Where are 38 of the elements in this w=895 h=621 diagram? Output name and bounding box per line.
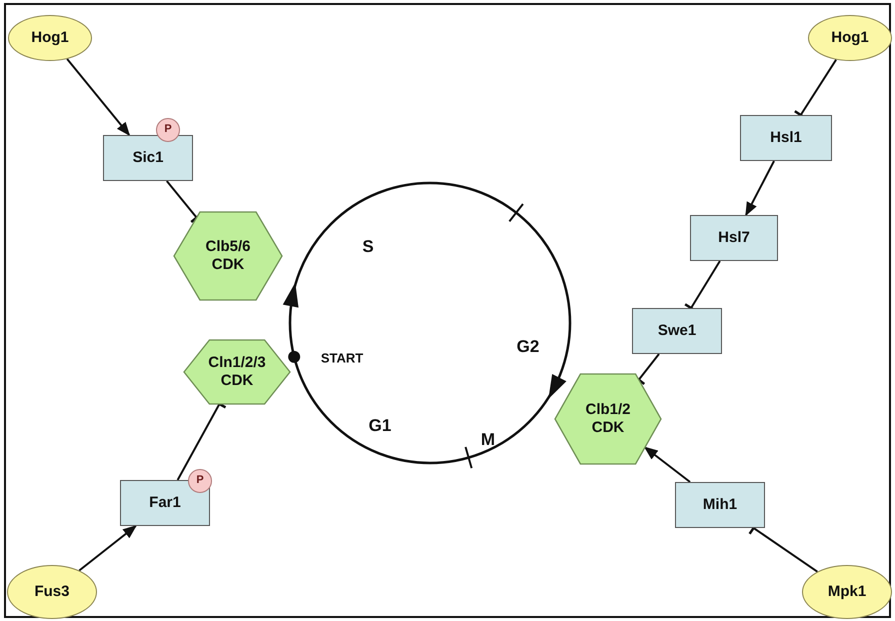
protein-ellipse	[808, 15, 892, 61]
protein-ellipse	[7, 565, 97, 619]
phase-label: M	[480, 430, 496, 450]
protein-box	[103, 135, 193, 181]
complex-name: Clb5/6 CDK	[204, 238, 252, 274]
phosphate-label: P	[196, 474, 204, 488]
protein-box	[632, 308, 722, 354]
phosphate-circle	[188, 469, 212, 493]
phosphate-circle	[156, 118, 180, 142]
phase-label: S	[362, 237, 374, 257]
protein-name: Hsl7	[718, 229, 750, 247]
protein-ellipse	[8, 15, 92, 61]
arrow	[66, 58, 130, 136]
protein-ellipse	[802, 565, 892, 619]
cdk-hexagon	[173, 211, 283, 301]
protein-box	[690, 215, 778, 261]
checkpoint-label: START	[320, 350, 364, 366]
phosphate-label: P	[164, 123, 172, 137]
complex-name: Cln1/2/3 CDK	[207, 354, 267, 390]
arrow	[644, 446, 691, 483]
complex-name: Clb1/2 CDK	[584, 401, 632, 437]
protein-name: Sic1	[132, 149, 164, 167]
protein-name: Hsl1	[770, 129, 802, 147]
phase-label: G1	[368, 416, 392, 436]
protein-name: Mih1	[702, 496, 738, 514]
cdk-hexagon	[183, 339, 291, 405]
protein-name: Far1	[149, 494, 181, 512]
protein-name: Mpk1	[828, 583, 866, 601]
protein-box	[675, 482, 765, 528]
protein-name: Hog1	[31, 29, 69, 47]
protein-name: Swe1	[658, 322, 696, 340]
protein-name: Hog1	[831, 29, 869, 47]
phase-label: G2	[516, 337, 540, 357]
cdk-hexagon	[554, 373, 662, 465]
protein-name: Fus3	[34, 583, 70, 601]
arrow	[745, 160, 775, 216]
protein-box	[740, 115, 832, 161]
arrow	[78, 525, 137, 572]
